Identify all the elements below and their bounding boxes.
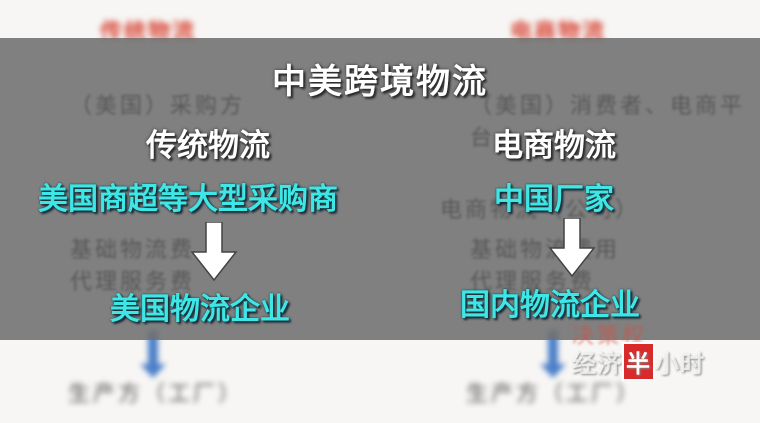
bg-right-bottom: 生产方（工厂） — [466, 382, 642, 407]
watermark-text-b: 小时 — [655, 350, 705, 378]
bg-right-arrow-icon — [540, 330, 566, 378]
caption-overlay — [0, 38, 760, 340]
right-source: 中国厂家 — [494, 182, 614, 217]
bg-left-bottom: 生产方（工厂） — [68, 382, 244, 407]
right-down-arrow-icon — [548, 218, 596, 278]
ghost-left-3: 代理服务费 — [70, 270, 196, 295]
right-column-heading: 电商物流 — [492, 128, 616, 164]
bg-left-arrow-icon — [140, 330, 166, 378]
left-down-arrow-icon — [190, 222, 238, 282]
ghost-left-2: 基础物流费 — [70, 238, 196, 263]
ghost-right-2: 电商物流（公司） — [440, 198, 641, 223]
watermark-box: 半 — [622, 342, 655, 381]
left-column-heading: 传统物流 — [146, 128, 270, 164]
overlay-title: 中美跨境物流 — [272, 62, 488, 102]
left-source: 美国商超等大型采购商 — [38, 182, 338, 217]
right-destination: 国内物流企业 — [460, 288, 640, 323]
ghost-right-1: （美国）消费者、电商平台 — [470, 94, 746, 151]
watermark-text-a: 经济 — [572, 350, 622, 378]
watermark-logo: 经济半小时 — [572, 342, 705, 381]
ghost-left-1: （美国）采购方 — [70, 94, 246, 119]
ghost-right-3: 基础物流费用 — [470, 238, 621, 263]
left-destination: 美国物流企业 — [110, 292, 290, 327]
